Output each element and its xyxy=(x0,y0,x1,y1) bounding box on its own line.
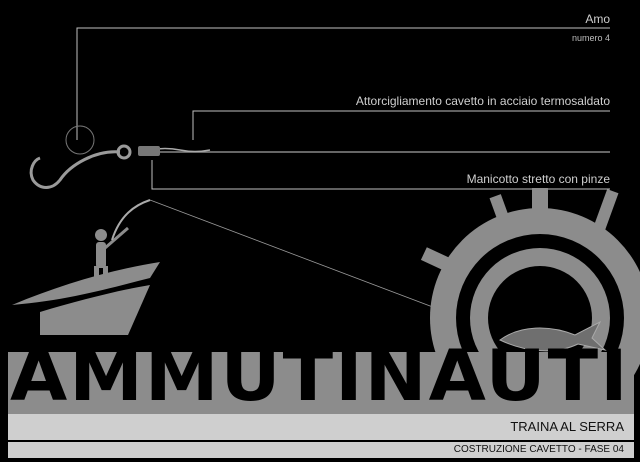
amo-leader-line xyxy=(76,27,610,140)
subtitle-bar: TRAINA AL SERRA xyxy=(8,414,634,440)
sleeve-icon xyxy=(138,146,160,156)
callout-lines xyxy=(76,27,610,190)
phase-bar: COSTRUZIONE CAVETTO - FASE 04 xyxy=(8,442,634,458)
phase-text: COSTRUZIONE CAVETTO - FASE 04 xyxy=(453,444,624,455)
fish-icon xyxy=(499,320,607,352)
amo-title: Amo xyxy=(585,12,610,26)
attorcigliamento-title: Attorcigliamento cavetto in acciaio term… xyxy=(355,94,610,108)
fisherman-icon xyxy=(94,226,129,288)
amo-subtitle: numero 4 xyxy=(571,33,610,43)
manicotto-leader-line xyxy=(151,160,610,190)
subtitle-text: TRAINA AL SERRA xyxy=(510,419,624,434)
manicotto-title: Manicotto stretto con pinze xyxy=(466,172,610,186)
brand-title: AMMUTINAUTI xyxy=(10,335,630,418)
hook-icon xyxy=(29,125,132,189)
boat-icon xyxy=(12,262,160,335)
attorcigliamento-leader-line xyxy=(192,110,610,140)
brand-band xyxy=(8,352,634,414)
fishing-rod xyxy=(111,199,151,241)
